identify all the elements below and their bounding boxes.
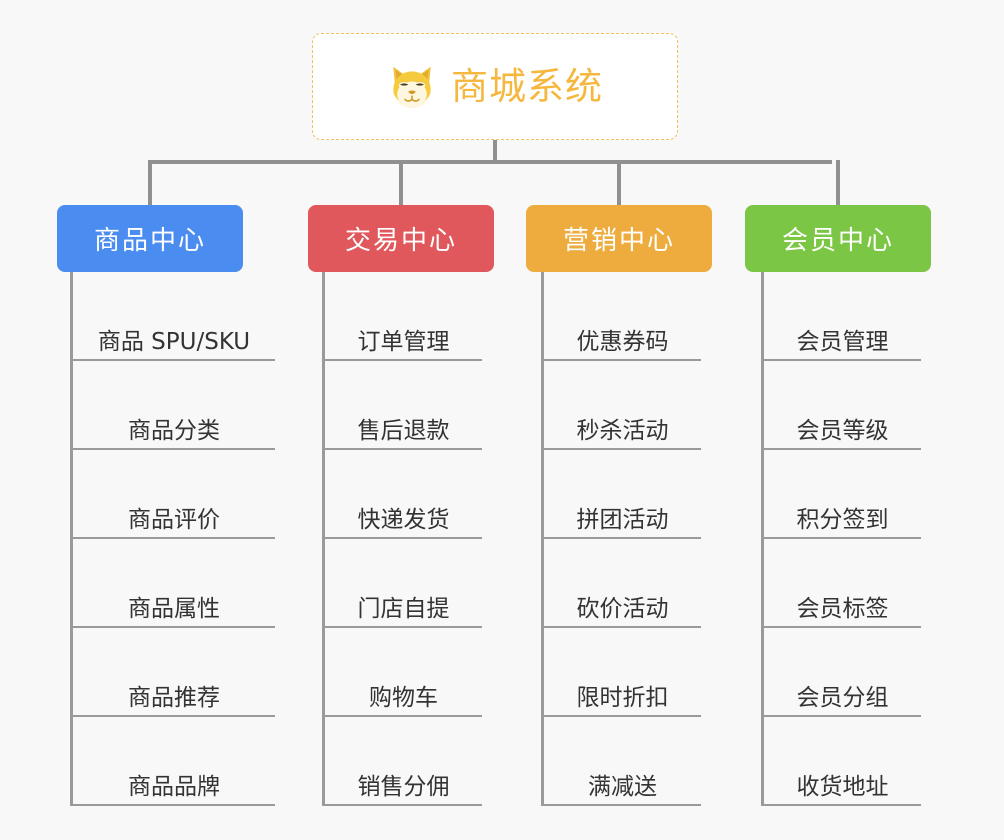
leaf-item-label: 限时折扣 xyxy=(576,684,669,711)
leaf-item[interactable]: 商品属性 xyxy=(73,539,275,628)
leaf-item[interactable]: 秒杀活动 xyxy=(544,361,701,450)
leaf-item[interactable]: 销售分佣 xyxy=(325,717,482,806)
leaf-item[interactable]: 满减送 xyxy=(544,717,701,806)
category-label: 会员中心 xyxy=(781,226,894,256)
leaf-item[interactable]: 会员分组 xyxy=(764,628,921,717)
category-label: 交易中心 xyxy=(344,226,457,256)
leaf-item[interactable]: 限时折扣 xyxy=(544,628,701,717)
leaf-item[interactable]: 商品评价 xyxy=(73,450,275,539)
leaf-list-trade-center: 订单管理售后退款快递发货门店自提购物车销售分佣 xyxy=(322,272,482,806)
leaf-item-label: 快递发货 xyxy=(357,506,450,533)
leaf-item[interactable]: 优惠券码 xyxy=(544,272,701,361)
leaf-item[interactable]: 积分签到 xyxy=(764,450,921,539)
connector-drop-marketing-center xyxy=(617,160,621,206)
leaf-item-label: 销售分佣 xyxy=(357,773,450,800)
category-product-center: 商品中心 xyxy=(57,205,243,272)
leaf-item-label: 会员等级 xyxy=(796,417,889,444)
category-label: 营销中心 xyxy=(562,226,675,256)
leaf-item-label: 砍价活动 xyxy=(576,595,669,622)
leaf-item-label: 售后退款 xyxy=(357,417,450,444)
category-header-member-center[interactable]: 会员中心 xyxy=(745,205,931,272)
leaf-item-label: 优惠券码 xyxy=(576,328,669,355)
leaf-list-marketing-center: 优惠券码秒杀活动拼团活动砍价活动限时折扣满减送 xyxy=(541,272,701,806)
leaf-list-member-center: 会员管理会员等级积分签到会员标签会员分组收货地址 xyxy=(761,272,921,806)
leaf-item[interactable]: 快递发货 xyxy=(325,450,482,539)
leaf-item[interactable]: 购物车 xyxy=(325,628,482,717)
leaf-item-label: 会员分组 xyxy=(796,684,889,711)
leaf-item[interactable]: 会员管理 xyxy=(764,272,921,361)
leaf-item[interactable]: 商品分类 xyxy=(73,361,275,450)
leaf-item[interactable]: 门店自提 xyxy=(325,539,482,628)
shiba-dog-icon xyxy=(393,66,431,108)
leaf-item-label: 会员管理 xyxy=(796,328,889,355)
leaf-item-label: 拼团活动 xyxy=(576,506,669,533)
leaf-item[interactable]: 商品 SPU/SKU xyxy=(73,272,275,361)
category-member-center: 会员中心 xyxy=(745,205,931,272)
leaf-item-label: 会员标签 xyxy=(796,595,889,622)
leaf-item-label: 积分签到 xyxy=(796,506,889,533)
leaf-item-label: 满减送 xyxy=(588,773,657,800)
category-header-marketing-center[interactable]: 营销中心 xyxy=(526,205,712,272)
leaf-item[interactable]: 收货地址 xyxy=(764,717,921,806)
leaf-item-label: 秒杀活动 xyxy=(576,417,669,444)
leaf-item-label: 商品属性 xyxy=(128,595,220,622)
leaf-item[interactable]: 售后退款 xyxy=(325,361,482,450)
leaf-item-label: 商品分类 xyxy=(128,417,220,444)
connector-root-stem xyxy=(493,140,497,162)
leaf-item-label: 商品评价 xyxy=(128,506,220,533)
leaf-item-label: 商品推荐 xyxy=(128,684,220,711)
leaf-list-product-center: 商品 SPU/SKU 商品分类商品评价商品属性商品推荐商品品牌 xyxy=(70,272,275,806)
connector-drop-member-center xyxy=(836,160,840,206)
leaf-item-label: 商品品牌 xyxy=(128,773,220,800)
category-label: 商品中心 xyxy=(93,226,206,256)
leaf-item[interactable]: 订单管理 xyxy=(325,272,482,361)
root-title: 商城系统 xyxy=(451,65,603,108)
root-node[interactable]: 商城系统 xyxy=(312,33,678,140)
leaf-item-label: 商品 SPU/SKU xyxy=(97,328,251,355)
connector-bus xyxy=(148,160,832,164)
connector-drop-trade-center xyxy=(399,160,403,206)
leaf-item[interactable]: 会员标签 xyxy=(764,539,921,628)
leaf-item[interactable]: 会员等级 xyxy=(764,361,921,450)
category-marketing-center: 营销中心 xyxy=(526,205,712,272)
category-trade-center: 交易中心 xyxy=(308,205,494,272)
leaf-item[interactable]: 砍价活动 xyxy=(544,539,701,628)
connector-drop-product-center xyxy=(148,160,152,206)
leaf-item[interactable]: 拼团活动 xyxy=(544,450,701,539)
leaf-item-label: 购物车 xyxy=(369,684,438,711)
category-header-product-center[interactable]: 商品中心 xyxy=(57,205,243,272)
leaf-item-label: 订单管理 xyxy=(357,328,450,355)
leaf-item[interactable]: 商品品牌 xyxy=(73,717,275,806)
category-header-trade-center[interactable]: 交易中心 xyxy=(308,205,494,272)
leaf-item-label: 门店自提 xyxy=(357,595,450,622)
leaf-item-label: 收货地址 xyxy=(796,773,889,800)
leaf-item[interactable]: 商品推荐 xyxy=(73,628,275,717)
